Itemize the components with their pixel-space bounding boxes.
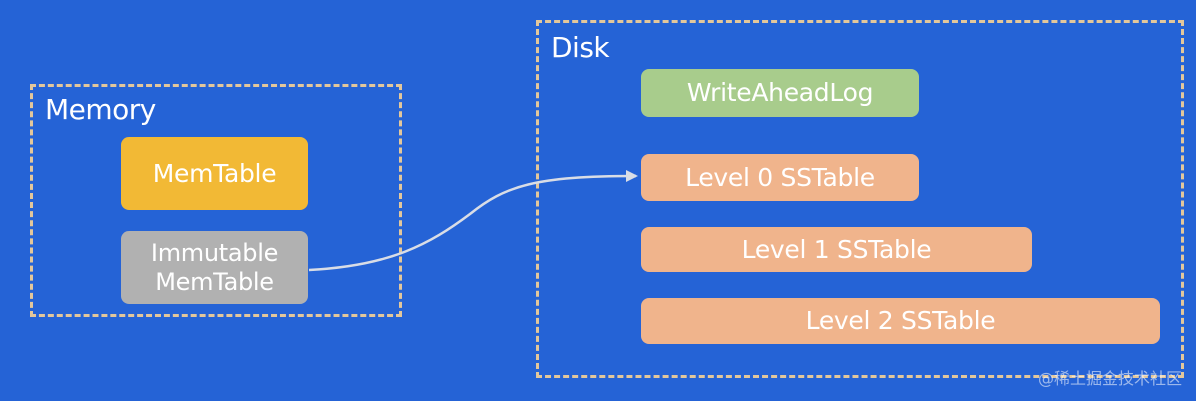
disk-label: Disk bbox=[551, 31, 610, 64]
memtable-label: MemTable bbox=[152, 158, 277, 188]
level-2-label: Level 2 SSTable bbox=[805, 306, 996, 335]
immutable-memtable-node: Immutable MemTable bbox=[121, 231, 308, 304]
level-0-label: Level 0 SSTable bbox=[685, 162, 875, 192]
immutable-label-line1: Immutable bbox=[150, 238, 279, 267]
level-1-label: Level 1 SSTable bbox=[741, 234, 932, 264]
memory-label: Memory bbox=[45, 93, 156, 126]
level-0-sstable-node: Level 0 SSTable bbox=[641, 154, 919, 201]
level-2-sstable-node: Level 2 SSTable bbox=[641, 298, 1160, 344]
immutable-label-line2: MemTable bbox=[155, 267, 274, 296]
level-1-sstable-node: Level 1 SSTable bbox=[641, 227, 1032, 272]
wal-label: WriteAheadLog bbox=[686, 78, 874, 107]
memtable-node: MemTable bbox=[121, 137, 308, 210]
watermark: @稀土掘金技术社区 bbox=[1037, 369, 1182, 388]
write-ahead-log-node: WriteAheadLog bbox=[641, 69, 919, 117]
